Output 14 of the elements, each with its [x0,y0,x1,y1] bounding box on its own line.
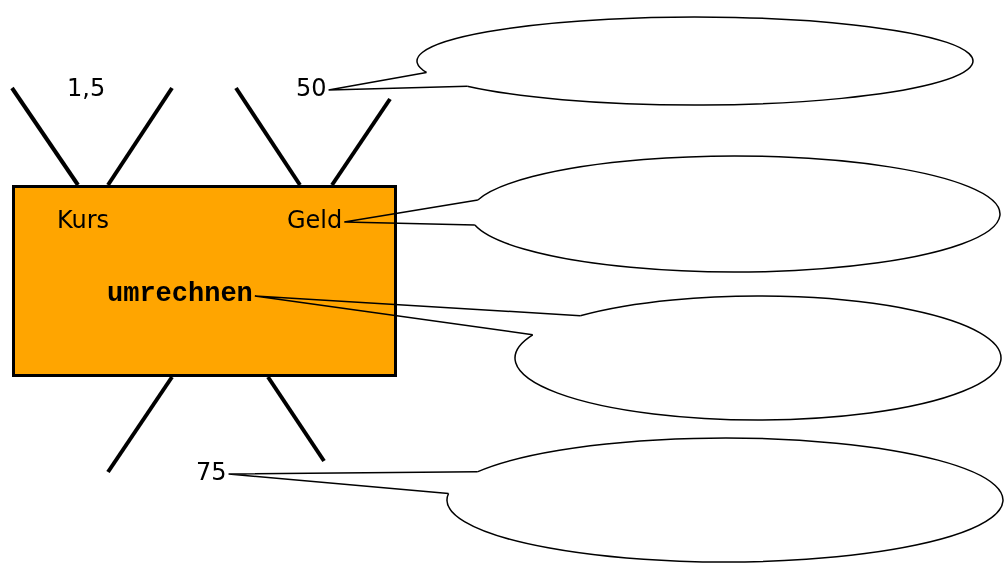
value-label: Geld [287,206,343,234]
value-label: 75 [196,458,227,486]
speech-bubble [416,16,974,106]
callout-tail [254,295,582,336]
callout-tail [327,71,469,91]
value-label: 1,5 [67,74,106,102]
callout-tail [227,471,479,495]
value-label: 50 [296,74,327,102]
function-name: umrechnen [107,280,253,308]
callout-tail [343,199,479,226]
slot-label: Kurs [57,206,110,234]
speech-bubble [514,295,1002,421]
speech-bubble [446,437,1004,563]
function-box [12,185,397,377]
